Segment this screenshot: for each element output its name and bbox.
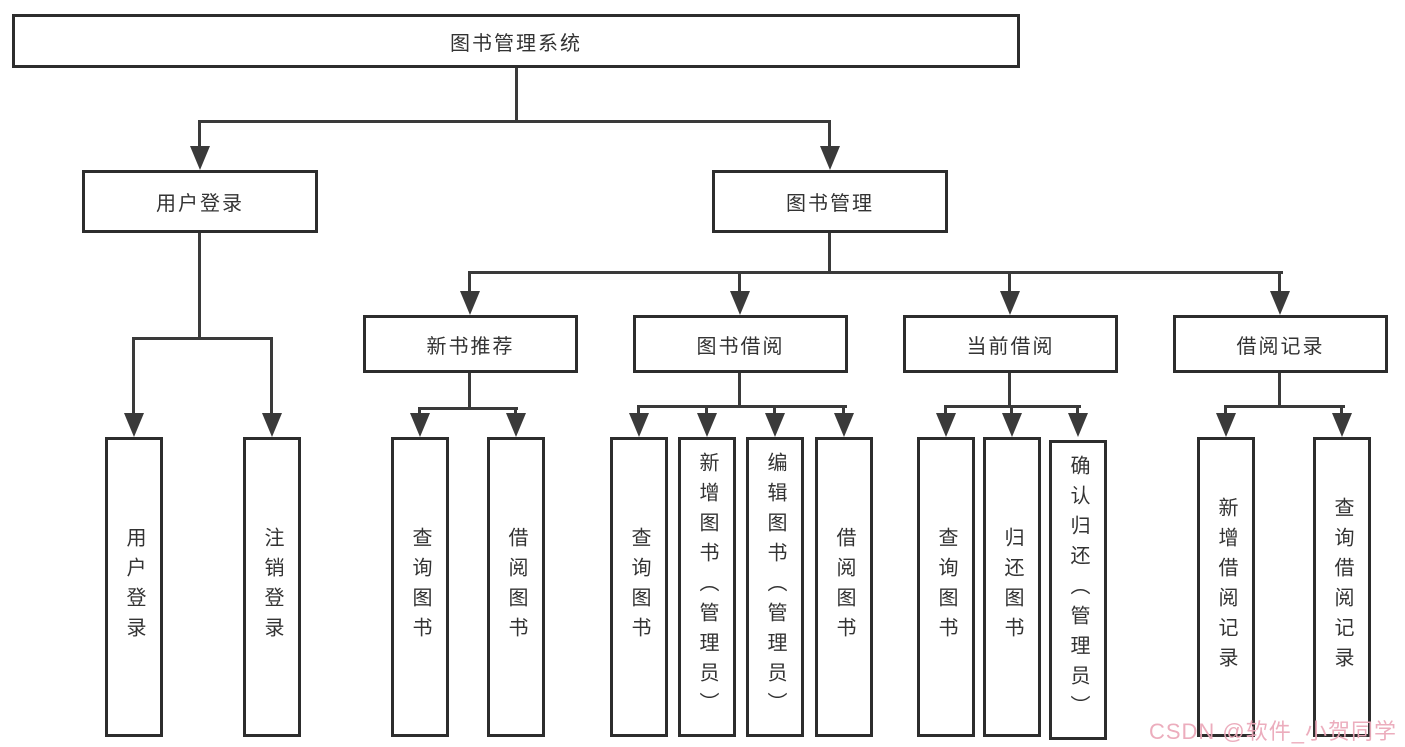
node-query-books-recommend: 查询图书 xyxy=(391,437,449,737)
arrow-down-icon xyxy=(1332,413,1352,437)
connector-level2-bus xyxy=(198,120,831,123)
node-current-borrowing: 当前借阅 xyxy=(903,315,1118,373)
node-book-management: 图书管理 xyxy=(712,170,948,233)
arrow-down-icon xyxy=(410,413,430,437)
connector-current-borrowing-stem xyxy=(1008,373,1011,405)
node-label: 用户登录 xyxy=(123,527,145,647)
node-add-borrow-record: 新增借阅记录 xyxy=(1197,437,1255,737)
node-user-login: 用户登录 xyxy=(82,170,318,233)
connector-new-book-bus xyxy=(418,407,518,410)
node-book-borrowing: 图书借阅 xyxy=(633,315,848,373)
connector-drop xyxy=(1224,405,1227,416)
node-borrow-books-recommend: 借阅图书 xyxy=(487,437,545,737)
arrow-down-icon xyxy=(1000,291,1020,315)
arrow-down-icon xyxy=(1216,413,1236,437)
connector-drop xyxy=(944,405,947,416)
node-label: 注销登录 xyxy=(261,527,283,647)
node-label: 图书借阅 xyxy=(696,335,785,358)
node-label: 确认归还（管理员） xyxy=(1067,455,1089,725)
arrow-down-icon xyxy=(506,413,526,437)
node-label: 图书管理系统 xyxy=(450,32,582,55)
node-new-book-recommendation: 新书推荐 xyxy=(363,315,578,373)
connector-user-login-stem xyxy=(198,233,201,337)
arrow-down-icon xyxy=(834,413,854,437)
connector-drop xyxy=(842,405,845,416)
connector-drop xyxy=(773,405,776,416)
connector-drop xyxy=(705,405,708,416)
arrow-down-icon xyxy=(629,413,649,437)
node-borrowing-records: 借阅记录 xyxy=(1173,315,1388,373)
connector-book-borrowing-stem xyxy=(738,373,741,405)
connector-borrowing-records-bus xyxy=(1224,405,1345,408)
connector-drop-borrowing-records xyxy=(1278,271,1281,295)
node-label: 当前借阅 xyxy=(966,335,1055,358)
node-logout-login: 注销登录 xyxy=(243,437,301,737)
connector-new-book-stem xyxy=(468,373,471,407)
node-label: 借阅记录 xyxy=(1236,335,1325,358)
connector-root-stem xyxy=(515,68,518,120)
connector-level3-bus xyxy=(468,271,1283,274)
connector-drop-current-borrowing xyxy=(1008,271,1011,295)
node-query-books-borrowing: 查询图书 xyxy=(610,437,668,737)
connector-drop xyxy=(637,405,640,416)
node-return-book: 归还图书 xyxy=(983,437,1041,737)
arrow-down-icon xyxy=(460,291,480,315)
arrow-down-icon xyxy=(1270,291,1290,315)
node-label: 用户登录 xyxy=(156,193,244,215)
node-label: 查询图书 xyxy=(628,527,650,647)
node-user-login-leaf: 用户登录 xyxy=(105,437,163,737)
node-query-borrow-record: 查询借阅记录 xyxy=(1313,437,1371,737)
node-label: 查询图书 xyxy=(935,527,957,647)
node-label: 查询借阅记录 xyxy=(1331,497,1353,677)
node-query-books-current: 查询图书 xyxy=(917,437,975,737)
watermark-text: CSDN @软件_小贺同学 xyxy=(1148,719,1397,744)
connector-drop xyxy=(1010,405,1013,416)
arrow-down-icon xyxy=(765,413,785,437)
arrow-down-icon xyxy=(262,413,282,437)
arrow-down-icon xyxy=(730,291,750,315)
connector-drop-logout xyxy=(270,337,273,416)
arrow-down-icon xyxy=(936,413,956,437)
node-label: 新书推荐 xyxy=(426,335,515,358)
arrow-down-icon xyxy=(697,413,717,437)
node-label: 新增借阅记录 xyxy=(1215,497,1237,677)
connector-drop-book-borrowing xyxy=(738,271,741,295)
node-label: 图书管理 xyxy=(786,193,874,215)
arrow-down-icon xyxy=(190,146,210,170)
connector-drop-new-book xyxy=(468,271,471,295)
connector-borrowing-records-stem xyxy=(1278,373,1281,405)
node-label: 借阅图书 xyxy=(505,527,527,647)
connector-drop-book-management xyxy=(828,120,831,150)
connector-drop xyxy=(418,407,421,416)
connector-drop xyxy=(514,407,517,416)
arrow-down-icon xyxy=(820,146,840,170)
node-add-book-admin: 新增图书（管理员） xyxy=(678,437,736,737)
arrow-down-icon xyxy=(1002,413,1022,437)
connector-drop-user-login xyxy=(198,120,201,150)
node-label: 编辑图书（管理员） xyxy=(764,452,786,722)
connector-drop xyxy=(1076,405,1079,416)
connector-book-borrowing-bus xyxy=(637,405,847,408)
node-label: 新增图书（管理员） xyxy=(696,452,718,722)
connector-book-management-stem xyxy=(828,233,831,271)
arrow-down-icon xyxy=(1068,413,1088,437)
node-borrow-books-leaf: 借阅图书 xyxy=(815,437,873,737)
node-edit-book-admin: 编辑图书（管理员） xyxy=(746,437,804,737)
arrow-down-icon xyxy=(124,413,144,437)
node-label: 归还图书 xyxy=(1001,527,1023,647)
connector-user-login-bus xyxy=(132,337,273,340)
connector-drop-user-login-leaf xyxy=(132,337,135,416)
node-confirm-return-admin: 确认归还（管理员） xyxy=(1049,440,1107,740)
node-label: 查询图书 xyxy=(409,527,431,647)
node-library-management-system: 图书管理系统 xyxy=(12,14,1020,68)
node-label: 借阅图书 xyxy=(833,527,855,647)
connector-drop xyxy=(1340,405,1343,416)
